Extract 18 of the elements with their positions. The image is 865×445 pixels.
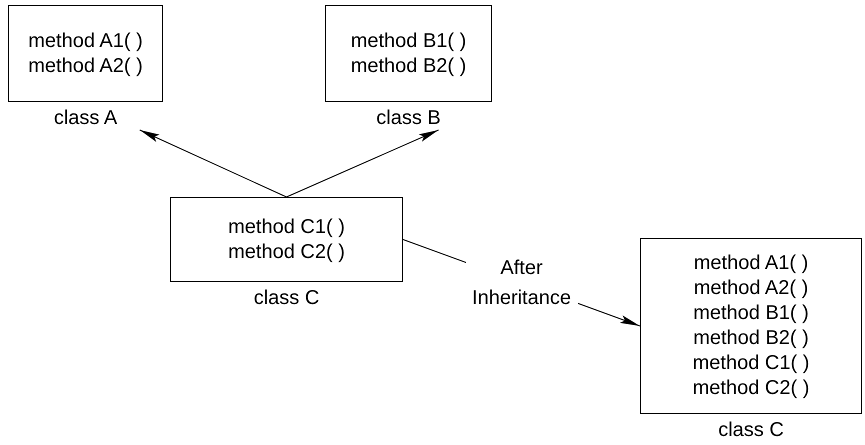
method-name: method B1( ) <box>693 301 809 326</box>
method-name: method B1( ) <box>350 28 466 54</box>
class-name: class A <box>52 106 118 130</box>
method-name: method A2( ) <box>694 276 808 301</box>
method-name: method B2( ) <box>693 326 809 351</box>
method-name: method C1( ) <box>228 214 345 240</box>
method-name: method C2( ) <box>692 376 810 401</box>
class-name: class C <box>717 418 785 442</box>
arrow <box>139 130 287 198</box>
method-name: method C2( ) <box>228 240 345 264</box>
class-name: class C <box>252 286 320 310</box>
method-name: method A1( ) <box>694 251 808 276</box>
method-name: method A1( ) <box>28 28 143 54</box>
class-name: class B <box>375 106 442 130</box>
arrow <box>286 130 440 198</box>
method-name: method B2( ) <box>350 54 466 78</box>
method-name: method A2( ) <box>28 54 143 78</box>
method-name: method C1( ) <box>692 351 810 376</box>
